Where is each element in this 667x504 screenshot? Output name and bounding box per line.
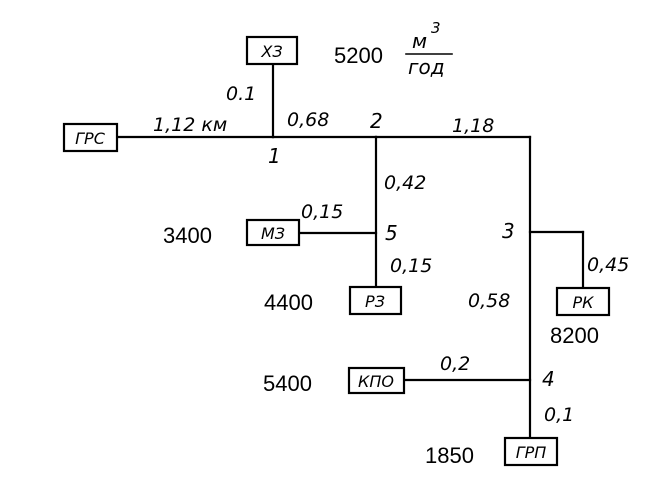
consumer-grp: ГРП (503, 436, 559, 467)
unit-superscript: 3 (431, 19, 441, 37)
flow-kpo: 5400 (263, 371, 312, 396)
unit-denominator: год (408, 55, 445, 79)
consumer-hz: ХЗ (245, 35, 299, 66)
consumer-grs-label: ГРС (75, 129, 106, 148)
consumer-grs-box (62, 122, 119, 153)
length-grs-1: 1,12 км (153, 114, 227, 136)
flow-grp: 1850 (425, 443, 474, 468)
length-3-rk: 0,45 (587, 254, 629, 276)
consumer-kpo: КПО (347, 366, 406, 395)
length-1-2: 0,68 (287, 109, 329, 131)
consumer-rk-box (555, 286, 611, 317)
node-5-label: 5 (385, 221, 398, 245)
flow-hz: 5200 (334, 43, 383, 68)
consumer-grp-label: ГРП (516, 443, 547, 462)
consumer-rk-label: РК (572, 293, 594, 312)
length-hz-1: 0.1 (226, 83, 256, 105)
node-4-label: 4 (542, 367, 555, 391)
flow-mz: 3400 (163, 223, 212, 248)
length-mz-5: 0,15 (301, 201, 343, 223)
consumer-kpo-box (347, 366, 406, 395)
consumer-rz-box (348, 285, 403, 316)
node-1-label: 1 (268, 144, 281, 168)
unit-fraction: м 3 год (405, 19, 453, 79)
length-2-5: 0,42 (384, 172, 426, 194)
length-kpo-4: 0,2 (440, 353, 470, 375)
length-4-grp: 0,1 (544, 404, 574, 426)
consumer-mz-box (245, 218, 301, 247)
node-3-label: 3 (502, 219, 515, 243)
unit-numerator: м (412, 29, 427, 53)
consumer-rz: РЗ (348, 285, 403, 316)
length-5-rz: 0,15 (390, 255, 432, 277)
node-2-label: 2 (370, 109, 383, 133)
consumer-kpo-label: КПО (358, 372, 394, 391)
consumer-grp-box (503, 436, 559, 467)
flow-rz: 4400 (264, 290, 313, 315)
consumer-rk: РК (555, 286, 611, 317)
consumer-grs: ГРС (62, 122, 119, 153)
consumer-hz-label: ХЗ (260, 42, 282, 61)
consumer-mz-label: МЗ (261, 224, 285, 243)
consumer-rz-label: РЗ (365, 292, 385, 311)
length-3-4: 0,58 (468, 290, 510, 312)
consumer-hz-box (245, 35, 299, 66)
length-2-3: 1,18 (452, 115, 494, 137)
consumer-mz: МЗ (245, 218, 301, 247)
flow-rk: 8200 (550, 323, 599, 348)
